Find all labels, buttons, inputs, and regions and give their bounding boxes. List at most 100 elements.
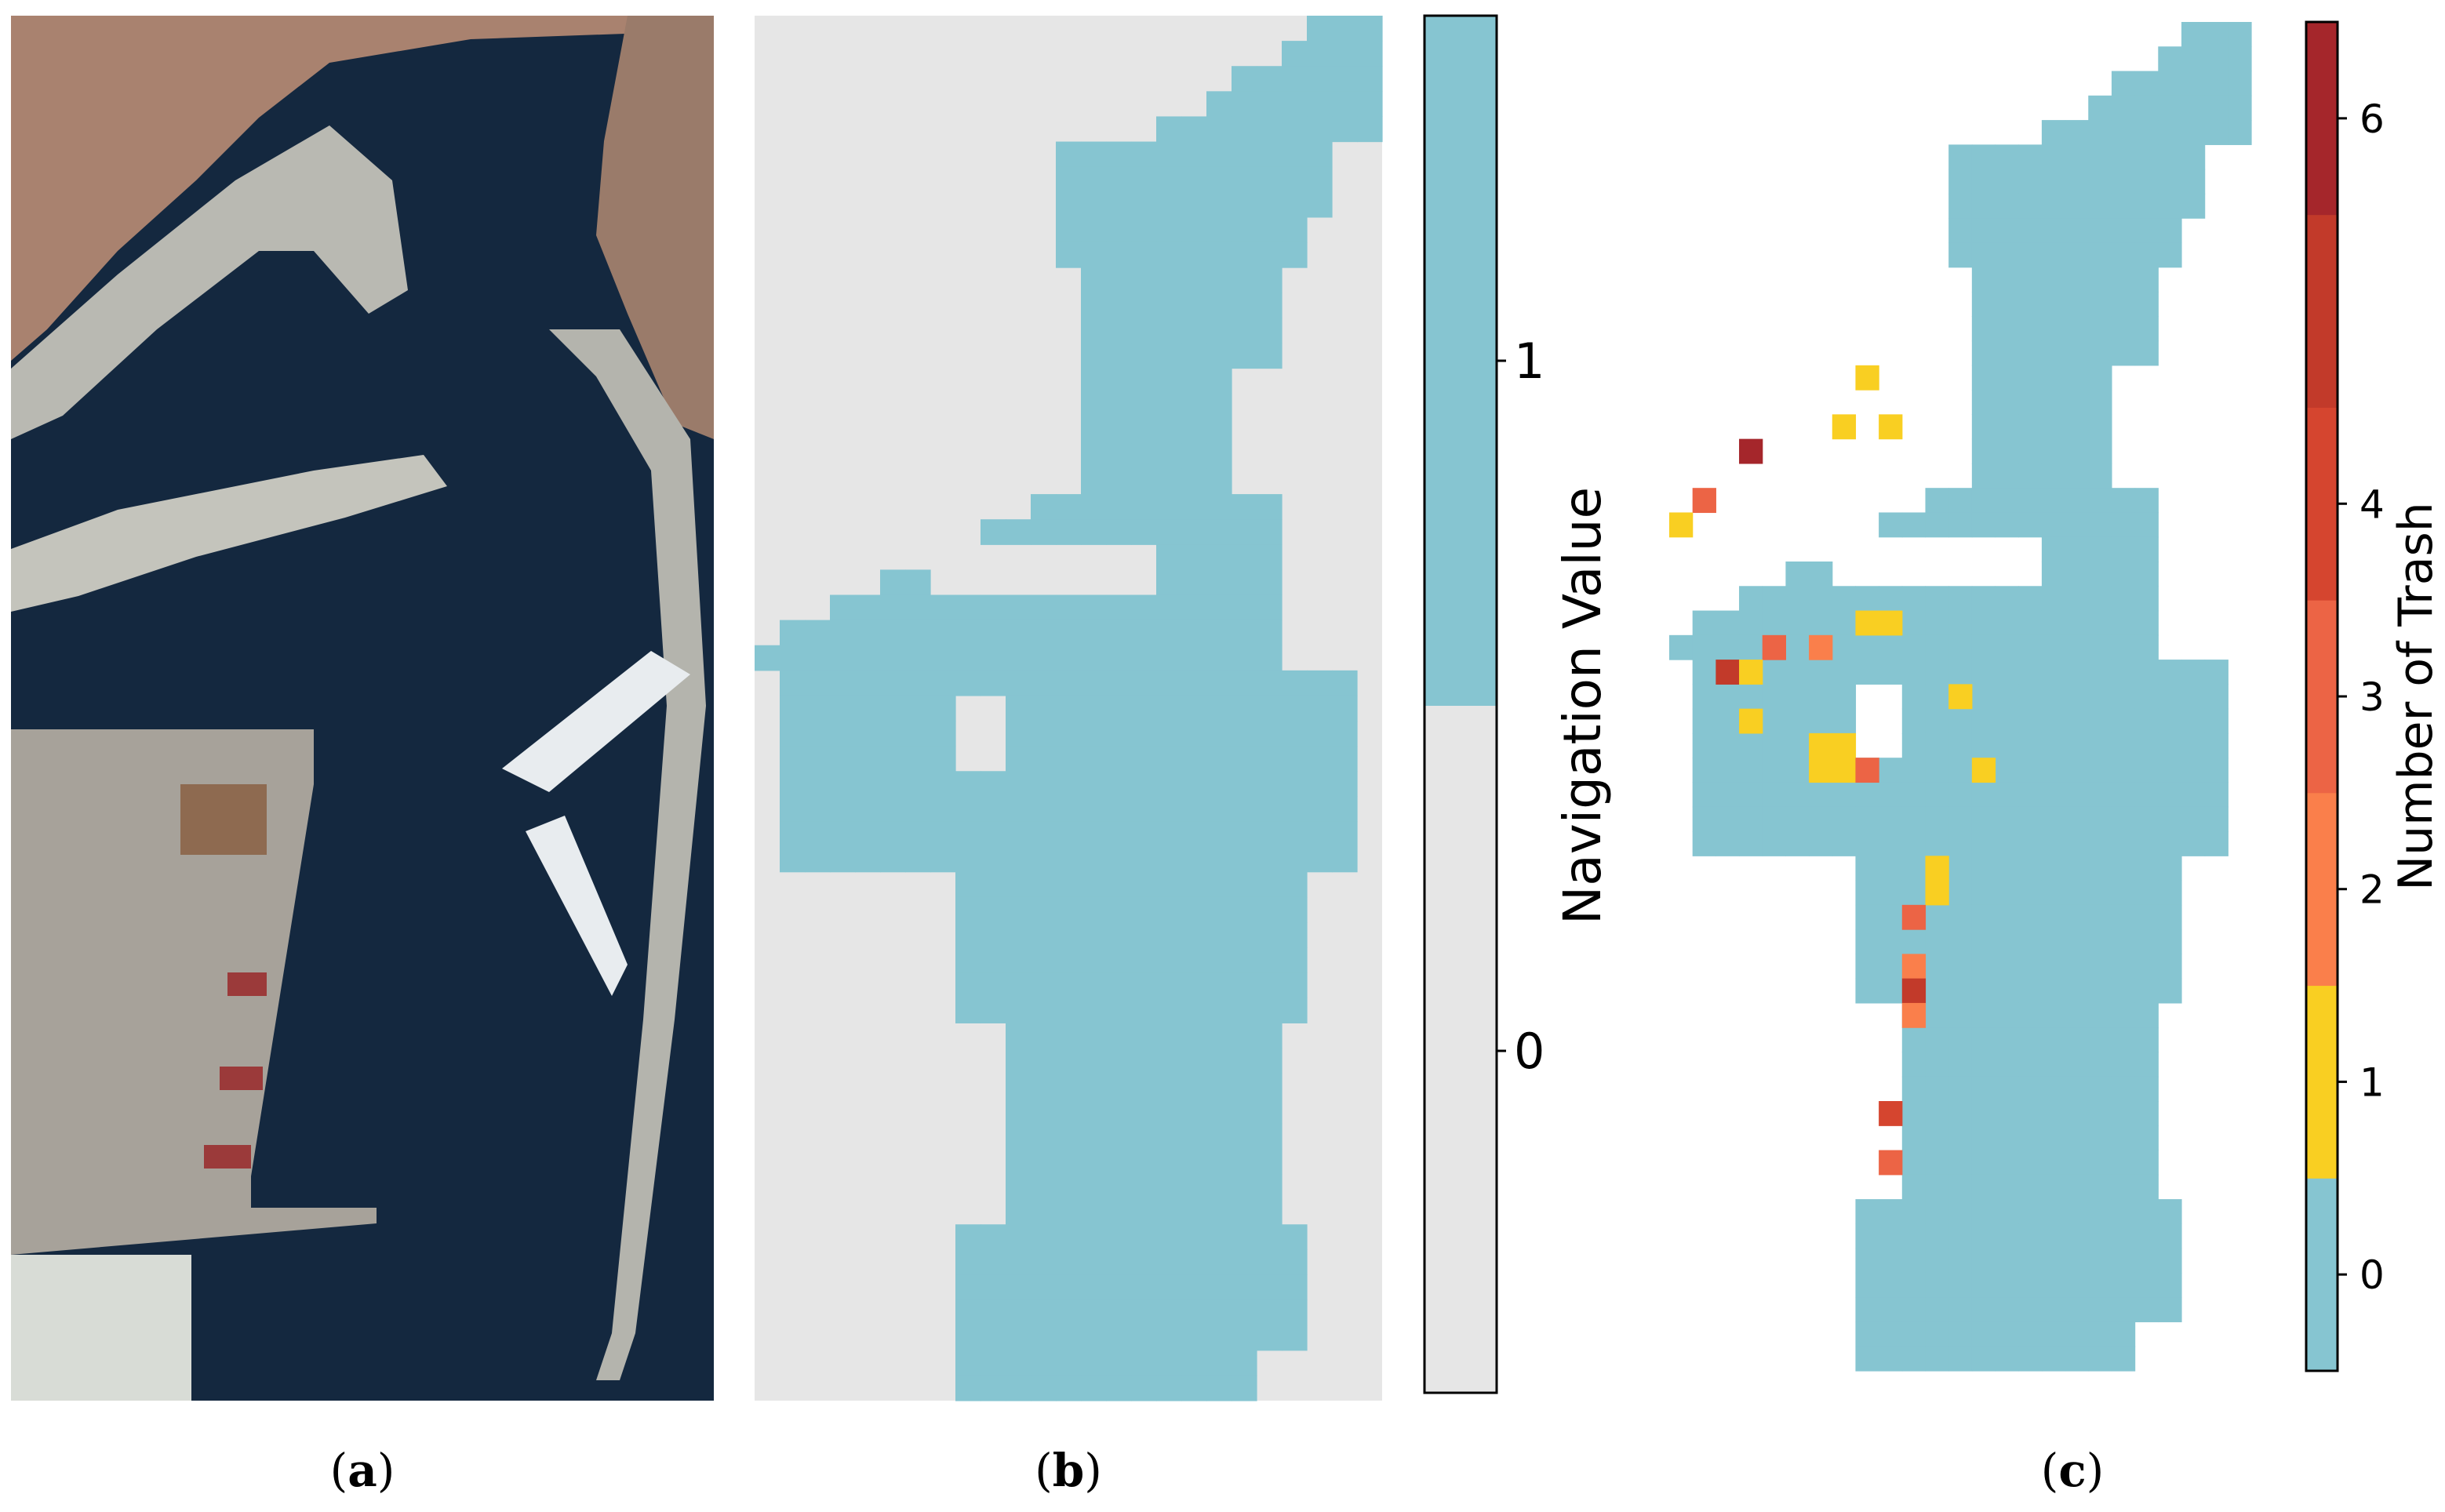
water-cell bbox=[1257, 1098, 1283, 1125]
water-cell bbox=[1307, 191, 1333, 218]
water-cell bbox=[2158, 71, 2182, 96]
water-cell bbox=[1006, 1199, 1031, 1225]
colorbar-tick-label-1: 1 bbox=[1514, 333, 1544, 390]
water-cell bbox=[1257, 166, 1283, 193]
water-cell bbox=[1031, 1073, 1057, 1099]
water-cell bbox=[1031, 1274, 1057, 1301]
water-cell bbox=[955, 1274, 981, 1301]
water-cell bbox=[2065, 488, 2089, 514]
water-cell bbox=[1257, 1249, 1283, 1276]
water-cell bbox=[930, 695, 956, 721]
water-cell bbox=[1971, 1150, 1996, 1176]
water-cell bbox=[1006, 1375, 1031, 1401]
city-area bbox=[11, 16, 690, 361]
water-cell bbox=[1031, 796, 1057, 823]
water-cell bbox=[1971, 732, 1996, 758]
water-cell bbox=[780, 670, 806, 696]
water-cell bbox=[805, 645, 831, 671]
water-cell bbox=[1925, 610, 1949, 636]
trash-cell bbox=[1832, 414, 1857, 440]
water-cell bbox=[1762, 610, 1786, 636]
water-cell bbox=[1879, 1321, 1903, 1347]
water-cell bbox=[1785, 562, 1810, 587]
shore-bottom bbox=[11, 1255, 191, 1401]
water-cell bbox=[1739, 684, 1763, 710]
water-cell bbox=[1232, 670, 1257, 696]
water-cell bbox=[1056, 216, 1082, 243]
crane bbox=[220, 1067, 263, 1090]
water-cell bbox=[1156, 1048, 1182, 1074]
water-cell bbox=[1181, 368, 1207, 394]
navigation-mask-grid bbox=[755, 16, 1383, 1401]
water-cell bbox=[1181, 871, 1207, 898]
water-cell bbox=[1995, 831, 2019, 856]
water-cell bbox=[2228, 95, 2252, 121]
water-cell bbox=[2134, 660, 2159, 685]
water-cell bbox=[1995, 684, 2019, 710]
water-cell bbox=[1879, 831, 1903, 856]
water-cell bbox=[1692, 684, 1716, 710]
water-cell bbox=[1971, 1321, 1996, 1347]
water-cell bbox=[1206, 318, 1232, 344]
water-cell bbox=[1056, 1274, 1082, 1301]
water-cell bbox=[2111, 782, 2136, 808]
water-cell bbox=[2018, 292, 2043, 317]
water-cell bbox=[1156, 544, 1182, 570]
water-cell bbox=[1257, 66, 1283, 92]
water-cell bbox=[905, 846, 931, 873]
water-cell bbox=[2018, 732, 2043, 758]
trash-cell bbox=[1855, 610, 1879, 636]
water-cell bbox=[1206, 242, 1232, 268]
water-cell bbox=[2018, 1297, 2043, 1323]
water-cell bbox=[1156, 695, 1182, 721]
water-cell bbox=[2065, 758, 2089, 783]
water-cell bbox=[1948, 1346, 1973, 1372]
water-cell bbox=[1307, 66, 1333, 92]
water-cell bbox=[1181, 1274, 1207, 1301]
water-cell bbox=[1785, 586, 1810, 612]
water-cell bbox=[1232, 1375, 1257, 1401]
water-cell bbox=[1948, 1002, 1973, 1028]
water-cell bbox=[1031, 998, 1057, 1023]
water-cell bbox=[2088, 1125, 2112, 1151]
water-cell bbox=[2088, 365, 2112, 391]
water-cell bbox=[1106, 771, 1132, 797]
water-cell bbox=[1832, 634, 1857, 660]
water-cell bbox=[1206, 846, 1232, 873]
water-cell bbox=[1832, 782, 1857, 808]
water-cell bbox=[1809, 782, 1833, 808]
water-cell bbox=[1971, 1076, 1996, 1102]
water-cell bbox=[1879, 1297, 1903, 1323]
water-cell bbox=[1156, 468, 1182, 495]
trash-cell bbox=[1762, 634, 1786, 660]
water-cell bbox=[855, 670, 881, 696]
water-cell bbox=[2041, 1346, 2066, 1372]
water-cell bbox=[1056, 645, 1082, 671]
water-cell bbox=[2111, 1199, 2136, 1224]
water-cell bbox=[1106, 796, 1132, 823]
water-cell bbox=[1332, 41, 1358, 67]
water-cell bbox=[780, 796, 806, 823]
water-cell bbox=[2111, 856, 2136, 881]
water-cell bbox=[1106, 871, 1132, 898]
water-cell bbox=[1006, 746, 1031, 772]
water-cell bbox=[955, 1375, 981, 1401]
water-cell bbox=[1131, 418, 1157, 445]
water-cell bbox=[2065, 463, 2089, 489]
water-cell bbox=[1232, 1048, 1257, 1074]
water-cell bbox=[2088, 806, 2112, 832]
water-cell bbox=[1131, 1048, 1157, 1074]
water-cell bbox=[1232, 846, 1257, 873]
water-cell bbox=[1006, 821, 1031, 848]
water-cell bbox=[2065, 512, 2089, 538]
water-cell bbox=[1181, 443, 1207, 470]
water-cell bbox=[1332, 116, 1358, 143]
water-cell bbox=[1332, 846, 1358, 873]
water-cell bbox=[2088, 708, 2112, 734]
water-cell bbox=[2204, 71, 2229, 96]
water-cell bbox=[1156, 1023, 1182, 1049]
water-cell bbox=[1106, 1274, 1132, 1301]
colorbar-tick-label-0: 0 bbox=[1514, 1023, 1544, 1080]
